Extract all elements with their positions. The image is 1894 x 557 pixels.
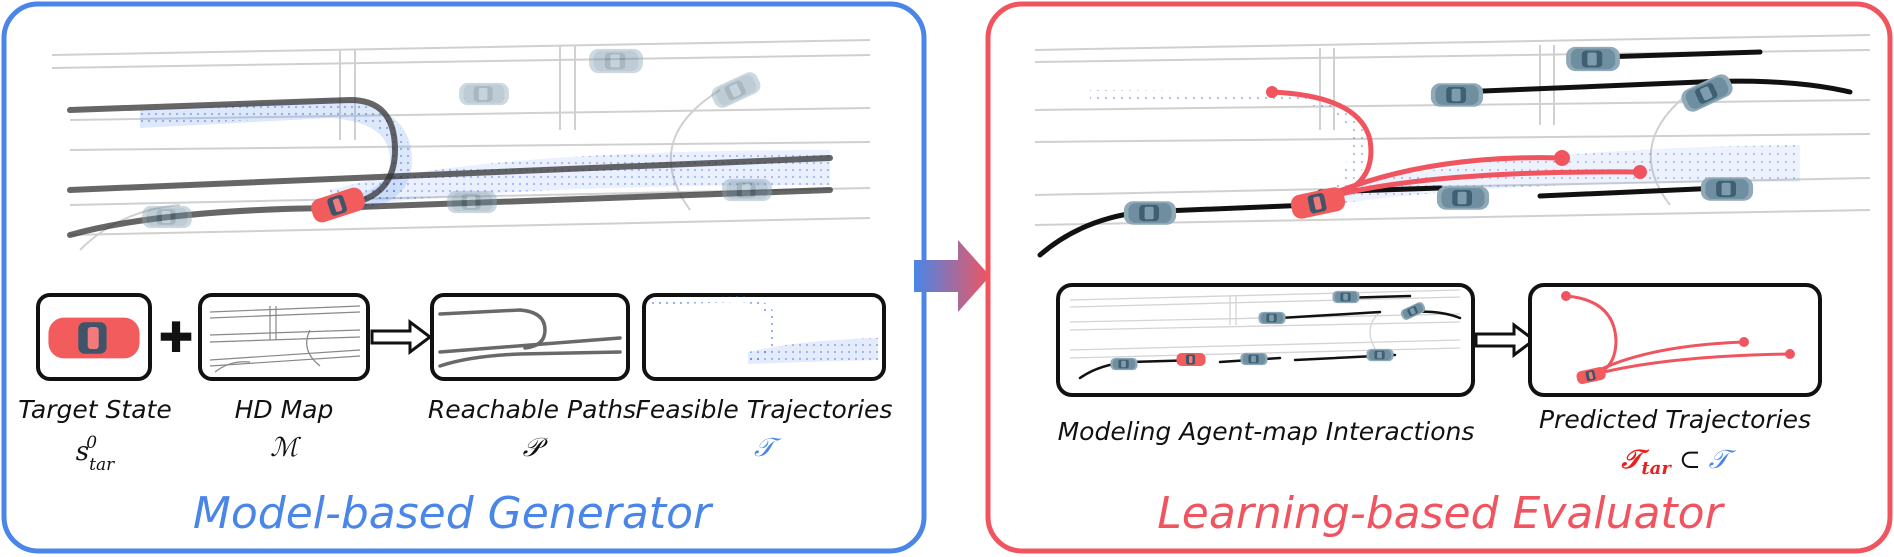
step-hd-map: HD Map ℳ bbox=[198, 293, 370, 463]
generator-title: Model-based Generator bbox=[193, 488, 714, 539]
interaction-target-car-icon bbox=[1176, 353, 1206, 366]
interaction-thumbnail-icon bbox=[1069, 289, 1462, 380]
feasible-trajectories-thumbnail-icon bbox=[650, 296, 878, 364]
step-feasible-trajectories-label: Feasible Trajectories bbox=[636, 395, 893, 424]
target-car-icon bbox=[48, 317, 140, 359]
step-agent-map-interactions-label: Modeling Agent-map Interactions bbox=[1058, 417, 1475, 446]
step-reachable-paths: Reachable Paths 𝒫 bbox=[428, 293, 636, 463]
step-feasible-trajectories: Feasible Trajectories 𝒯 bbox=[636, 293, 893, 463]
evaluator-title: Learning-based Evaluator bbox=[1157, 488, 1725, 539]
evaluator-predicted-trajectories bbox=[1266, 86, 1647, 203]
arrow-icon bbox=[1474, 322, 1537, 358]
step-predicted-trajectories: Predicted Trajectories 𝒯tar⊂𝒯 bbox=[1528, 283, 1822, 479]
step-target-state-label: Target State bbox=[18, 395, 171, 424]
plus-icon: ✚ bbox=[158, 313, 193, 362]
step-reachable-paths-label: Reachable Paths bbox=[428, 395, 636, 424]
reachable-paths-thumbnail-icon bbox=[438, 308, 622, 368]
generator-panel: Target State star0 ✚ HD Map ℳ bbox=[1, 1, 927, 554]
step-predicted-trajectories-label: Predicted Trajectories bbox=[1539, 405, 1811, 434]
step-agent-map-interactions: Modeling Agent-map Interactions bbox=[1056, 283, 1475, 446]
panel-connector-arrow-icon bbox=[914, 240, 990, 312]
step-hd-map-label: HD Map bbox=[235, 395, 334, 424]
hd-map-thumbnail-icon bbox=[209, 305, 361, 373]
predicted-trajectories-thumbnail-icon bbox=[1561, 291, 1795, 378]
predicted-formula: 𝒯tar⊂𝒯 bbox=[1620, 445, 1736, 479]
step-hd-map-symbol: ℳ bbox=[270, 433, 301, 463]
step-target-state: Target State star0 bbox=[18, 293, 172, 475]
arrow-icon bbox=[370, 319, 433, 355]
step-target-state-symbol: star0 bbox=[76, 433, 115, 475]
evaluator-panel: Modeling Agent-map Interactions Predicte… bbox=[985, 1, 1893, 554]
